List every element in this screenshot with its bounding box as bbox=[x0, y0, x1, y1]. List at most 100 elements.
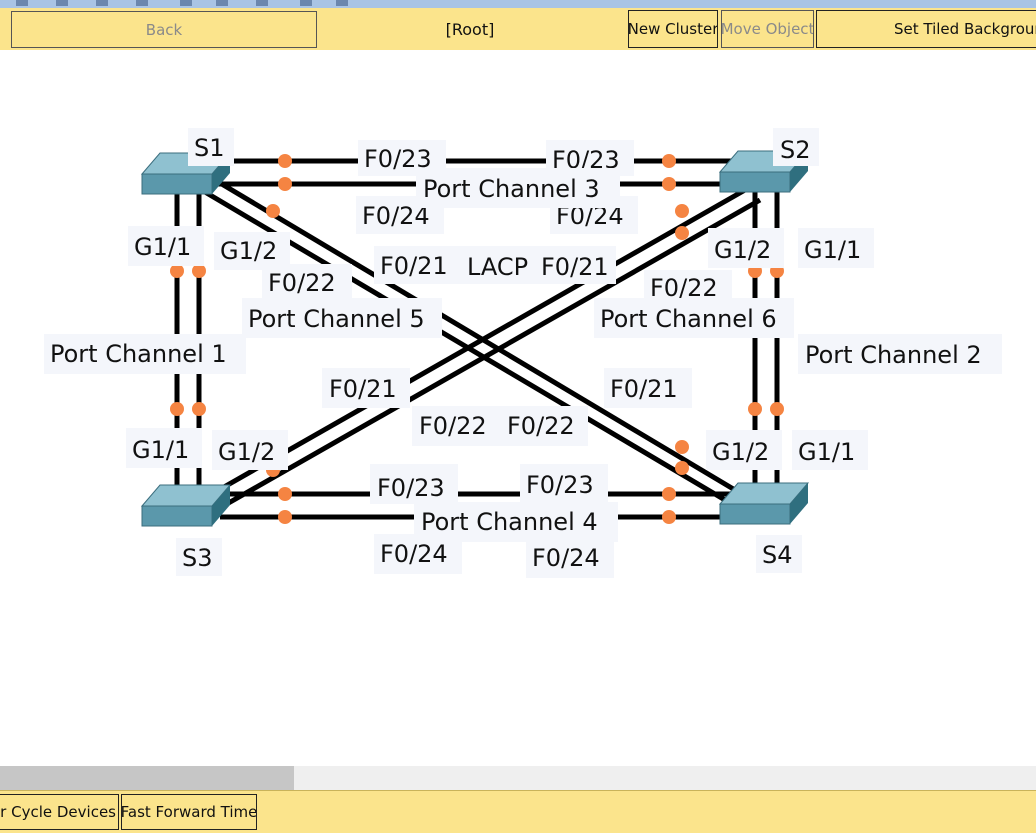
port-label-s1-f021: F0/21 bbox=[380, 252, 448, 280]
link-light bbox=[278, 177, 292, 191]
label-bg bbox=[374, 246, 462, 284]
new-cluster-button[interactable]: New Cluster bbox=[628, 10, 718, 48]
switch-side bbox=[790, 483, 808, 524]
link-light bbox=[192, 264, 206, 278]
label-bg bbox=[188, 128, 234, 166]
link-light bbox=[192, 402, 206, 416]
port-label-s4-f021: F0/21 bbox=[610, 375, 678, 403]
port-label-s4-f024: F0/24 bbox=[532, 544, 600, 572]
open-icon[interactable] bbox=[56, 0, 68, 6]
label-bg bbox=[594, 298, 794, 338]
topology-diagram: S1 S2 S3 S4 F0/23 F0/23 F0/24 F0/24 Port… bbox=[44, 128, 1002, 578]
new-file-icon[interactable] bbox=[16, 0, 28, 6]
cable-s1-s4-f021[interactable] bbox=[213, 177, 737, 493]
group-label-pc1: Port Channel 1 bbox=[50, 340, 227, 368]
switch-front bbox=[719, 503, 791, 525]
device-name-s2: S2 bbox=[780, 136, 811, 164]
switch-s3[interactable] bbox=[140, 484, 232, 527]
logical-nav-bar: Back [Root] New Cluster Move Object Set … bbox=[0, 8, 1036, 51]
label-bg bbox=[500, 406, 588, 446]
port-label-s3-f021: F0/21 bbox=[329, 375, 397, 403]
scrollbar-thumb[interactable] bbox=[0, 766, 294, 790]
label-bg bbox=[128, 226, 204, 266]
switch-side bbox=[212, 485, 230, 526]
port-label-s4-f023: F0/23 bbox=[526, 471, 594, 499]
logical-workspace[interactable]: S1 S2 S3 S4 F0/23 F0/23 F0/24 F0/24 Port… bbox=[0, 50, 1036, 766]
cable-s1-s4-f022[interactable] bbox=[203, 189, 727, 503]
port-label-s3-f024: F0/24 bbox=[380, 540, 448, 568]
power-cycle-devices-button[interactable]: Power Cycle Devices bbox=[0, 794, 119, 830]
link-light bbox=[675, 204, 689, 218]
port-label-s3-g12: G1/2 bbox=[218, 438, 275, 466]
label-bg bbox=[460, 246, 540, 284]
port-label-s2-g12: G1/2 bbox=[714, 236, 771, 264]
label-bg bbox=[798, 228, 874, 268]
cable-s2-s3-f021[interactable] bbox=[208, 187, 747, 498]
realtime-bar: Power Cycle Devices Fast Forward Time bbox=[0, 790, 1036, 833]
redo-icon[interactable] bbox=[216, 0, 228, 6]
port-label-s4-g11: G1/1 bbox=[798, 438, 855, 466]
root-label: [Root] bbox=[445, 20, 495, 39]
print-icon[interactable] bbox=[136, 0, 148, 6]
group-label-pc4: Port Channel 4 bbox=[421, 508, 598, 536]
cable-s2-s3-f022[interactable] bbox=[223, 197, 762, 508]
link-light bbox=[170, 264, 184, 278]
label-bg bbox=[756, 535, 802, 573]
device-name-s3: S3 bbox=[182, 544, 213, 572]
group-label-pc2: Port Channel 2 bbox=[805, 341, 982, 369]
label-bg bbox=[644, 270, 732, 298]
set-tiled-background-button[interactable]: Set Tiled Background bbox=[816, 10, 1036, 48]
diagram-labels: S1 S2 S3 S4 F0/23 F0/23 F0/24 F0/24 Port… bbox=[44, 128, 1002, 578]
back-button[interactable]: Back bbox=[11, 11, 317, 48]
port-label-s2-g11: G1/1 bbox=[804, 236, 861, 264]
label-bg bbox=[242, 298, 442, 338]
label-bg bbox=[126, 428, 202, 468]
link-light bbox=[266, 204, 280, 218]
label-bg bbox=[706, 430, 782, 470]
switch-s4[interactable] bbox=[718, 482, 810, 525]
label-bg bbox=[412, 406, 500, 446]
switch-front bbox=[141, 505, 213, 527]
link-light bbox=[278, 487, 292, 501]
port-label-s2-f022: F0/22 bbox=[650, 274, 718, 302]
port-label-s4-f022: F0/22 bbox=[507, 412, 575, 440]
label-bg bbox=[214, 232, 290, 270]
label-bg bbox=[773, 128, 819, 166]
link-light bbox=[170, 402, 184, 416]
link-light bbox=[770, 402, 784, 416]
label-bg bbox=[526, 538, 614, 578]
label-bg bbox=[212, 430, 288, 470]
palette-icon[interactable] bbox=[300, 0, 312, 6]
save-icon[interactable] bbox=[96, 0, 108, 6]
grid-icon[interactable] bbox=[336, 0, 348, 6]
label-bg bbox=[520, 464, 608, 504]
switch-front bbox=[141, 173, 213, 195]
port-label-s4-g12: G1/2 bbox=[712, 438, 769, 466]
label-bg bbox=[374, 534, 462, 574]
move-object-button[interactable]: Move Object bbox=[721, 10, 814, 48]
device-name-s4: S4 bbox=[762, 541, 793, 569]
label-bg bbox=[370, 464, 458, 504]
label-bg bbox=[416, 168, 620, 208]
link-light bbox=[662, 510, 676, 524]
undo-icon[interactable] bbox=[180, 0, 192, 6]
label-bg bbox=[44, 334, 246, 374]
label-bg bbox=[322, 368, 410, 408]
link-light bbox=[278, 154, 292, 168]
label-bg bbox=[176, 538, 222, 576]
label-bg bbox=[708, 228, 784, 268]
link-light bbox=[675, 461, 689, 475]
link-light bbox=[662, 487, 676, 501]
group-label-pc5: Port Channel 5 bbox=[248, 305, 425, 333]
label-bg bbox=[798, 334, 1002, 374]
link-light bbox=[748, 402, 762, 416]
port-label-s1-g11: G1/1 bbox=[134, 233, 191, 261]
link-light bbox=[662, 154, 676, 168]
horizontal-scrollbar[interactable] bbox=[0, 766, 1036, 790]
fast-forward-time-button[interactable]: Fast Forward Time bbox=[121, 794, 257, 830]
switch-front bbox=[719, 171, 791, 193]
zoom-icon[interactable] bbox=[256, 0, 268, 6]
group-label-pc3: Port Channel 3 bbox=[423, 175, 600, 203]
label-bg bbox=[604, 368, 692, 408]
link-light bbox=[278, 510, 292, 524]
